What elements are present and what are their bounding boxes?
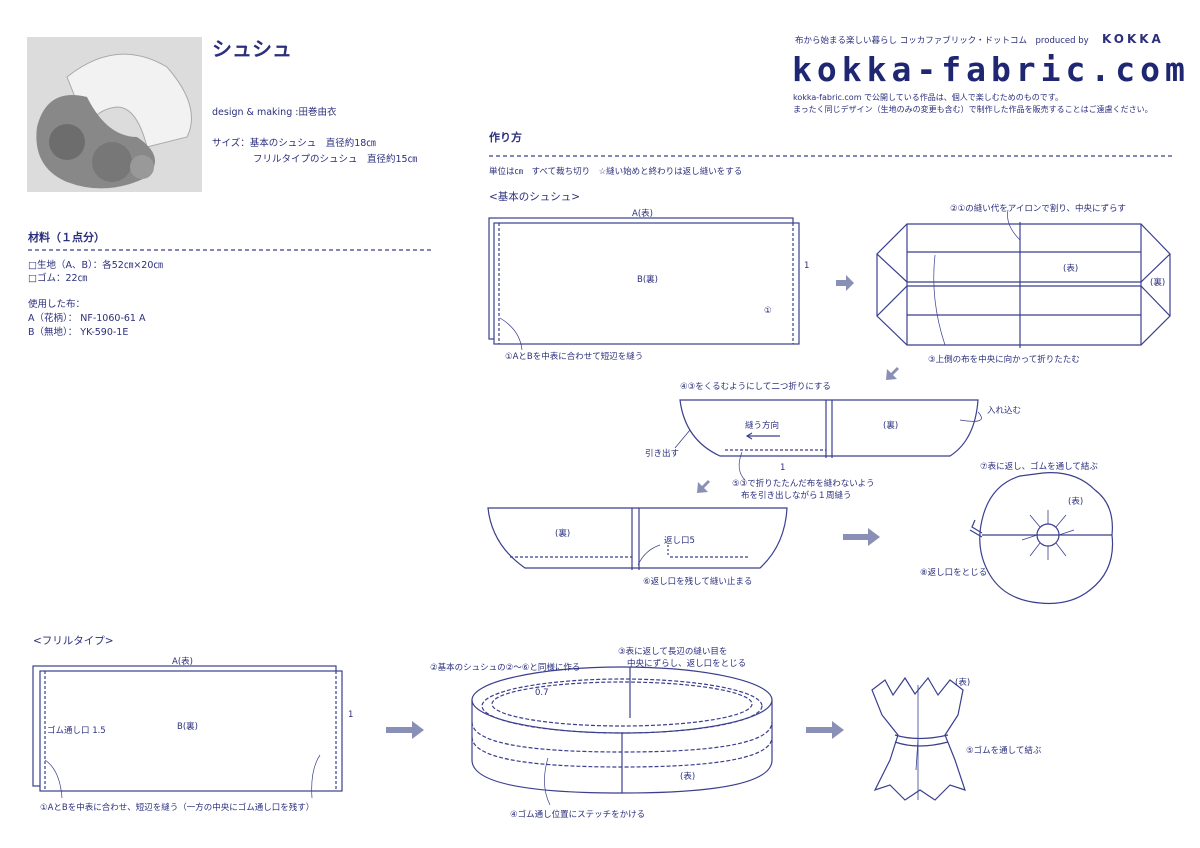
frill-label-b-back: B(裏) xyxy=(177,722,198,732)
scrunchie-photo xyxy=(27,37,202,192)
frill-label-elastic-opening: ゴム通し口 1.5 xyxy=(47,726,106,736)
basic-section-title: <基本のシュシュ> xyxy=(489,191,581,203)
notice-line-1: kokka-fabric.com で公開している作品は、個人で楽しむためのもので… xyxy=(793,93,1063,102)
frill-label-face: (表) xyxy=(680,772,696,782)
arrow-right-icon xyxy=(386,721,424,739)
frill-step1-diagram xyxy=(32,665,343,799)
flow-arrows xyxy=(386,275,899,739)
material-item: □ゴム：22㎝ xyxy=(28,273,88,284)
label-b-back: B(裏) xyxy=(637,275,658,285)
frill-finished-diagram xyxy=(871,676,966,801)
label-a-face: A(表) xyxy=(632,209,653,219)
label-face-2: (表) xyxy=(1068,497,1084,507)
label-pull-out: 引き出す xyxy=(645,449,680,459)
basic-step2-diagram xyxy=(876,209,1171,348)
size-basic: サイズ：基本のシュシュ 直径約18㎝ xyxy=(212,138,376,149)
basic-step2-text: ②①の縫い代をアイロンで割り、中央にずらす xyxy=(950,204,1126,214)
label-tuck-in: 入れ込む xyxy=(987,406,1022,416)
fabric-item: B（無地）： YK-590-1E xyxy=(28,327,129,338)
howto-heading: 作り方 xyxy=(489,131,522,144)
frill-step2-diagram xyxy=(471,666,773,806)
frill-step5-text: ⑤ゴムを通して結ぶ xyxy=(966,746,1042,756)
arrow-right-icon xyxy=(836,275,854,291)
scrunchie-photo-illustration xyxy=(27,37,202,192)
label-back-3: (裏) xyxy=(555,529,571,539)
basic-step6-text: ⑥返し口を残して縫い止まる xyxy=(643,577,753,587)
basic-step6-diagram xyxy=(487,507,788,570)
size-frill: フリルタイプのシュシュ 直径約15㎝ xyxy=(253,154,418,165)
site-logo: kokka-fabric.com xyxy=(792,50,1190,89)
frill-step1-text: ①AとBを中表に合わせ、短辺を縫う（一方の中央にゴム通し口を残す） xyxy=(40,803,315,813)
kokka-brand: KOKKA xyxy=(1102,32,1164,46)
materials-heading: 材料（１点分） xyxy=(28,231,105,244)
frill-label-margin: 0.7 xyxy=(535,688,549,698)
basic-step5-text-1: ⑤③で折りたたんだ布を縫わないよう xyxy=(732,479,875,489)
frill-section-title: <フリルタイプ> xyxy=(33,635,114,647)
label-back-2: (裏) xyxy=(883,421,899,431)
arrow-down-left-icon xyxy=(886,367,899,380)
fabric-item: A（花柄）： NF-1060-61 A xyxy=(28,313,146,324)
basic-step1-diagram xyxy=(488,217,800,351)
frill-step4-text: ④ゴム通し位置にステッチをかける xyxy=(510,810,646,820)
brand-tagline: 布から始まる楽しい暮らし コッカファブリック・ドットコム produced by xyxy=(795,36,1089,46)
fabrics-heading: 使用した布： xyxy=(28,299,86,310)
frill-label-a-face: A(表) xyxy=(172,657,193,667)
basic-step4-diagram xyxy=(674,399,982,481)
basic-step4-text: ④③をくるむようにして二つ折りにする xyxy=(680,382,831,392)
label-back: (裏) xyxy=(1150,278,1166,288)
basic-step1-text: ①AとBを中表に合わせて短辺を縫う xyxy=(505,352,644,362)
basic-step3-text: ③上側の布を中央に向かって折りたたむ xyxy=(928,355,1080,365)
label-face: (表) xyxy=(1063,264,1079,274)
arrow-right-icon xyxy=(806,721,844,739)
arrow-down-left-icon xyxy=(697,480,710,493)
label-seam-1: 1 xyxy=(780,463,786,473)
label-opening: 返し口5 xyxy=(664,536,695,546)
frill-step3-text-2: 中央にずらし、返し口をとじる xyxy=(627,659,747,669)
arrow-right-icon xyxy=(843,528,880,546)
basic-step5-text-2: 布を引き出しながら１周縫う xyxy=(741,491,852,501)
design-credit: design & making :田巻由衣 xyxy=(212,107,337,118)
label-seam-allowance: 1 xyxy=(804,261,810,271)
frill-step2-text: ②基本のシュシュの②〜⑥と同様に作る xyxy=(430,663,581,673)
material-item: □生地（A、B）：各52㎝×20㎝ xyxy=(28,260,163,271)
basic-step7-text: ⑦表に返し、ゴムを通して結ぶ xyxy=(980,462,1098,472)
frill-label-seam: 1 xyxy=(348,710,354,720)
basic-step8-text: ⑧返し口をとじる xyxy=(920,568,988,578)
label-sew-direction: 縫う方向 xyxy=(745,421,780,431)
notice-line-2: まったく同じデザイン（生地のみの変更も含む）で制作した作品を販売することはご遠慮… xyxy=(793,105,1153,114)
page-title: シュシュ xyxy=(212,37,292,61)
frill-step3-text-1: ③表に返して長辺の縫い目を xyxy=(618,647,728,657)
units-note: 単位は㎝ すべて裁ち切り ☆縫い始めと終わりは返し縫いをする xyxy=(489,167,743,177)
frill-label-face-2: (表) xyxy=(955,678,971,688)
basic-finished-diagram xyxy=(969,472,1114,605)
label-step-marker: ① xyxy=(764,306,772,316)
